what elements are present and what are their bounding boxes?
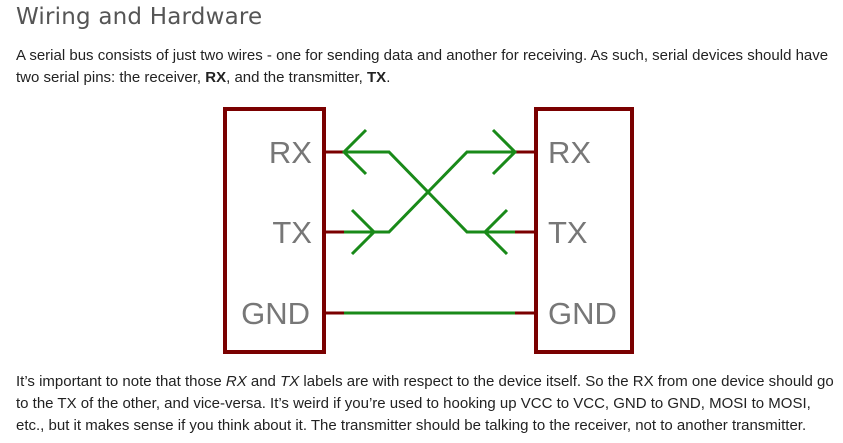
left-tx-label: TX xyxy=(272,215,312,250)
note-tx-term: TX xyxy=(280,373,300,390)
note-text-3: labels are with respect to the device it… xyxy=(16,373,834,434)
rx-term: RX xyxy=(205,69,227,86)
left-gnd-label: GND xyxy=(241,296,310,331)
section-heading: Wiring and Hardware xyxy=(16,4,263,30)
intro-paragraph: A serial bus consists of just two wires … xyxy=(16,45,841,89)
left-tx-wire xyxy=(344,150,515,234)
note-paragraph: It’s important to note that those RX and… xyxy=(16,371,841,437)
left-tx-arrowhead xyxy=(350,208,377,256)
note-text-2: and xyxy=(246,373,281,390)
right-tx-label: TX xyxy=(548,215,588,250)
note-text-1: It’s important to note that those xyxy=(16,373,226,390)
right-tx-arrowhead xyxy=(482,208,509,256)
intro-text-3: . xyxy=(386,69,391,86)
tx-term: TX xyxy=(367,69,387,86)
intro-text-2: , and the transmitter, xyxy=(226,69,368,86)
intro-text-1: A serial bus consists of just two wires … xyxy=(16,47,829,86)
note-rx-term: RX xyxy=(225,373,247,390)
right-gnd-label: GND xyxy=(548,296,617,331)
right-rx-label: RX xyxy=(548,135,591,170)
right-rx-arrowhead xyxy=(491,128,518,176)
left-rx-arrowhead xyxy=(341,128,368,176)
left-rx-label: RX xyxy=(269,135,312,170)
